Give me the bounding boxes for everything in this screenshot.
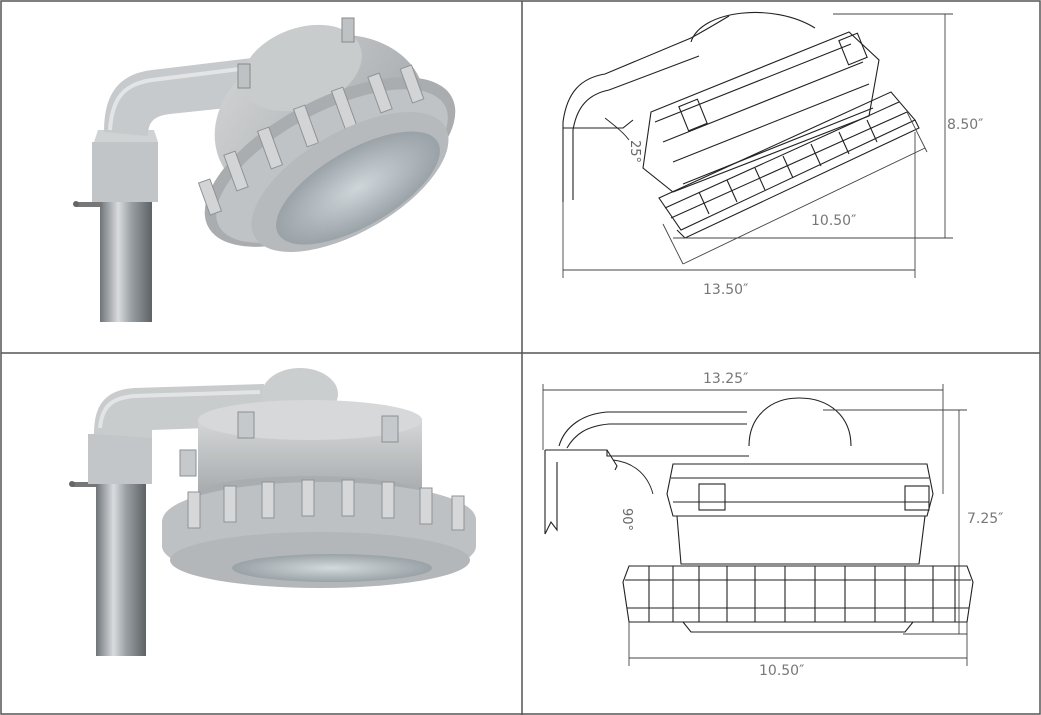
dim-overall-width: 13.50″ bbox=[703, 282, 749, 298]
photo-straight-fixture bbox=[2, 354, 521, 713]
drawing-straight-fixture: 13.25″ 7.25″ 10.50″ 90° bbox=[523, 354, 1039, 713]
dim-fixture-width: 10.50″ bbox=[811, 213, 857, 229]
photo-angled-fixture bbox=[2, 2, 521, 352]
drawing-angled-fixture: 8.50″ 13.50″ 10.50″ 25° bbox=[523, 2, 1039, 352]
dim-angle: 90° bbox=[619, 508, 634, 532]
dim-height: 7.25″ bbox=[967, 511, 1004, 527]
dim-fixture-width: 10.50″ bbox=[759, 663, 805, 679]
dim-height: 8.50″ bbox=[947, 117, 984, 133]
dim-angle: 25° bbox=[627, 140, 642, 164]
dim-overall-width: 13.25″ bbox=[703, 371, 749, 387]
